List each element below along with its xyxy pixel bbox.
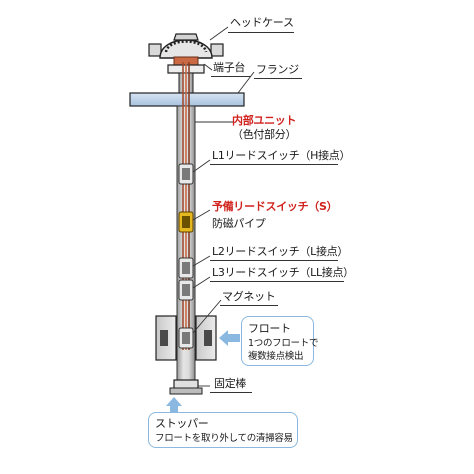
underline-terminal-block xyxy=(211,76,251,77)
head-case xyxy=(148,33,224,59)
arrow-icon xyxy=(166,330,240,414)
label-magnetic-pipe: 防磁パイプ xyxy=(212,217,266,230)
spare-reed-switch xyxy=(178,211,194,233)
underline-head-case xyxy=(228,32,294,33)
label-l2-switch: L2リードスイッチ（L接点） xyxy=(212,245,349,258)
underline-l3-switch xyxy=(210,281,344,282)
stopper-callout: ストッパー フロートを取り外しての清掃容易 xyxy=(148,412,298,448)
stopper xyxy=(169,379,203,395)
leader-lines xyxy=(192,26,255,387)
stopper-callout-title: ストッパー xyxy=(155,417,209,430)
float-callout-line2: 複数接点検出 xyxy=(248,351,304,362)
underline-fixing-rod xyxy=(210,392,252,393)
float-callout-title: フロート xyxy=(248,322,291,335)
underline-flange xyxy=(254,78,302,79)
label-flange: フランジ xyxy=(256,63,299,76)
label-inner-unit: 内部ユニット xyxy=(232,114,297,127)
float-callout-line1: 1つのフロートで xyxy=(248,338,319,349)
inner-unit-wires xyxy=(182,62,190,350)
label-spare-switch: 予備リードスイッチ（S） xyxy=(212,200,338,213)
label-l1-switch: L1リードスイッチ（H接点） xyxy=(212,149,351,162)
underline-magnet xyxy=(220,305,278,306)
label-terminal-block: 端子台 xyxy=(213,61,246,74)
underline-l1-switch xyxy=(210,164,338,165)
flange xyxy=(129,72,245,107)
float xyxy=(155,315,217,361)
float-callout: フロート 1つのフロートで 複数接点検出 xyxy=(241,316,318,366)
label-l3-switch: L3リードスイッチ（LL接点） xyxy=(212,266,354,279)
label-inner-unit-note: （色付部分） xyxy=(232,128,297,141)
label-magnet: マグネット xyxy=(222,290,276,303)
l2-reed-switch xyxy=(178,257,194,279)
label-fixing-rod: 固定棒 xyxy=(214,377,247,390)
underline-l2-switch xyxy=(210,260,338,261)
l3-reed-switch xyxy=(178,279,194,301)
stopper-callout-line1: フロートを取り外しての清掃容易 xyxy=(155,433,293,444)
magnet-switch xyxy=(178,327,194,349)
label-head-case: ヘッドケース xyxy=(230,16,294,29)
l1-reed-switch xyxy=(178,163,194,185)
